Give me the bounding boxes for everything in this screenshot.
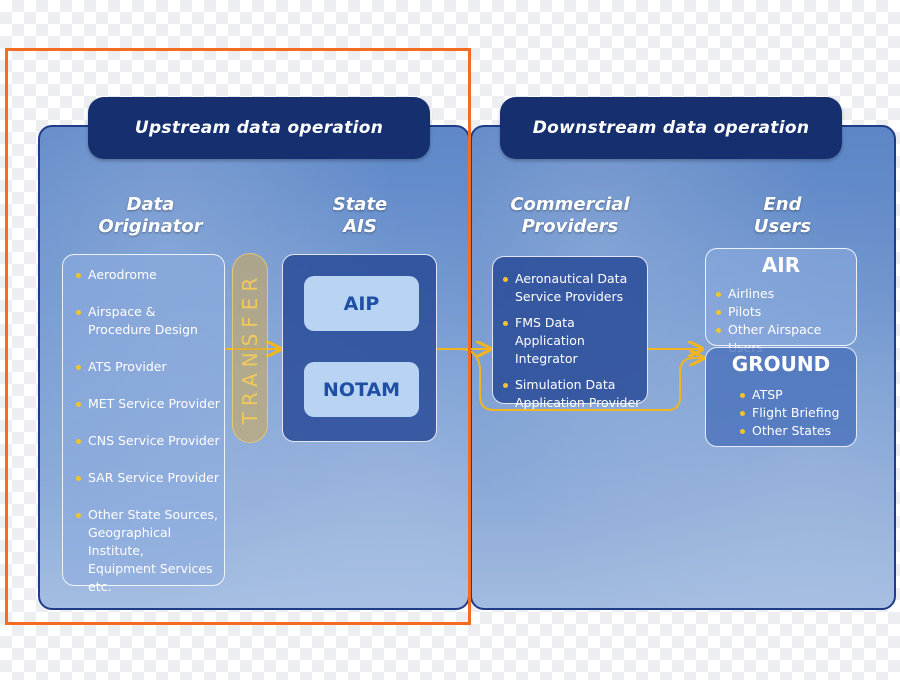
list-item: Airspace &Procedure Design	[76, 303, 224, 339]
upstream-header: Upstream data operation	[88, 97, 430, 159]
list-item: Other State Sources,Geographical Institu…	[76, 506, 224, 596]
list-item: Flight Briefing	[740, 404, 855, 422]
list-item: ATS Provider	[76, 358, 224, 376]
list-item: ATSP	[740, 386, 855, 404]
originator-list: Aerodrome Airspace &Procedure Design ATS…	[76, 266, 224, 596]
ground-list: ATSP Flight Briefing Other States	[740, 386, 855, 440]
list-item: CNS Service Provider	[76, 432, 224, 450]
list-item: Aerodrome	[76, 266, 224, 284]
air-users-box	[705, 248, 857, 346]
downstream-header: Downstream data operation	[500, 97, 842, 159]
transfer-label: TRANSFER	[238, 271, 262, 425]
air-heading: AIR	[761, 253, 801, 277]
data-originator-box	[62, 254, 225, 586]
notam-product: NOTAM	[304, 362, 419, 417]
ground-heading: GROUND	[731, 352, 831, 376]
ground-users-box	[705, 347, 857, 447]
commercial-providers-box	[492, 256, 648, 404]
arrow-ais-to-ground	[459, 348, 703, 411]
aip-product: AIP	[304, 276, 419, 331]
list-item: Airlines	[716, 285, 856, 303]
transfer-bar: TRANSFER	[232, 253, 268, 443]
list-item: MET Service Provider	[76, 395, 224, 413]
list-item: SAR Service Provider	[76, 469, 224, 487]
list-item: Other States	[740, 422, 855, 440]
list-item: Pilots	[716, 303, 856, 321]
